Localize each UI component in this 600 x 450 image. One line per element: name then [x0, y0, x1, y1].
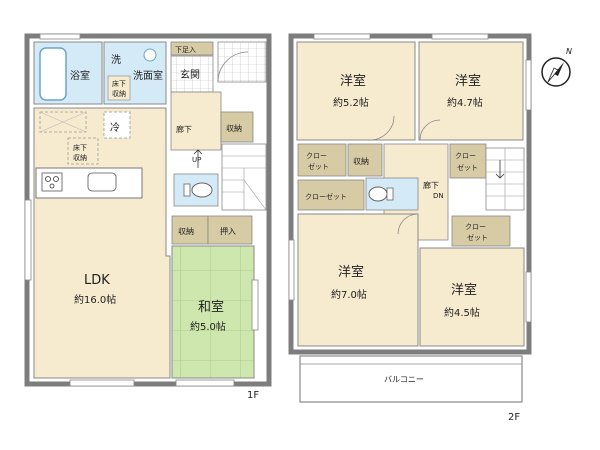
closet-a-label-1: クロー — [306, 152, 327, 160]
window-washitsu-right — [251, 279, 259, 331]
closet-a-label-2: ゼット — [308, 162, 329, 171]
bathtub-icon — [39, 47, 67, 101]
floor2-label: 2F — [508, 412, 520, 423]
toilet-icon — [191, 182, 213, 198]
staircase-1f — [193, 143, 267, 211]
underfloor-storage-kitchen-label-2: 収納 — [73, 153, 87, 162]
floor-1 — [24, 33, 272, 387]
window-room-c-side — [288, 239, 295, 301]
entrance-label: 玄関 — [180, 68, 200, 81]
washitsu-size: 約5.0帖 — [190, 320, 226, 333]
washroom-label: 洗面室 — [133, 69, 163, 82]
ldk-size: 約16.0帖 — [74, 293, 116, 306]
underfloor-storage-small-label-1: 床下 — [112, 79, 126, 88]
entrance-door-swing — [217, 51, 249, 83]
room-d-size: 約4.5帖 — [444, 306, 480, 319]
wash-label: 洗 — [111, 54, 121, 66]
storage-2f — [347, 143, 383, 177]
closet-a — [297, 143, 347, 177]
storage-1f-lower — [171, 215, 209, 245]
room-a-label: 洋室 — [340, 73, 366, 89]
oshiire-closet — [207, 215, 253, 245]
window-room-d-side — [525, 271, 532, 323]
staircase-2f — [485, 147, 525, 211]
room-b-label: 洋室 — [455, 73, 481, 89]
shoe-cabinet-label: 下足入 — [175, 46, 196, 54]
room-c — [297, 213, 419, 347]
window-room-b — [431, 33, 489, 40]
room-a-size: 約5.2帖 — [333, 96, 369, 109]
compass-north-label: N — [566, 47, 572, 56]
stove-icon — [41, 172, 63, 192]
bath-label: 浴室 — [70, 69, 90, 82]
fridge-space — [103, 111, 131, 139]
underfloor-storage-small — [107, 75, 131, 101]
hallway-1f — [170, 91, 222, 151]
closet-c-label-1: クロー — [465, 223, 486, 231]
washitsu-room — [171, 245, 255, 379]
hallway-1f-label: 廊下 — [176, 124, 192, 134]
underfloor-storage-kitchen — [67, 137, 99, 165]
room-c-size: 約7.0帖 — [331, 288, 367, 301]
room-b — [418, 41, 524, 141]
oshiire-label: 押入 — [220, 226, 236, 236]
hall-storage — [220, 111, 254, 143]
floor1-label: 1F — [247, 390, 259, 401]
washitsu-label: 和室 — [198, 299, 224, 315]
sink-icon — [143, 48, 157, 62]
floor-2 — [288, 33, 532, 403]
window-ldk-left — [24, 199, 32, 281]
ldk-label: LDK — [84, 273, 110, 288]
ldk-room — [33, 107, 171, 379]
closet-c-label-2: ゼット — [467, 233, 488, 242]
room-a — [296, 41, 416, 141]
window-room-a — [313, 33, 371, 40]
kitchen-sink-icon — [87, 172, 117, 192]
storage-1f-lower-label: 収納 — [178, 226, 194, 236]
closet-b-label-1: クロー — [455, 152, 476, 160]
closet-long-label: クローゼット — [305, 192, 347, 201]
room-c-label: 洋室 — [338, 264, 364, 280]
closet-c — [451, 215, 511, 247]
closet-long — [297, 179, 365, 211]
room-d-label: 洋室 — [451, 282, 477, 298]
dn-label: DN — [433, 192, 444, 200]
shoe-cabinet — [170, 41, 214, 56]
closet-b-label-2: ゼット — [457, 163, 478, 172]
up-label: UP — [192, 156, 201, 164]
storage-2f-label: 収納 — [353, 156, 369, 166]
hall-storage-label: 収納 — [226, 123, 242, 133]
fridge-label: 冷 — [110, 121, 120, 134]
compass-icon — [541, 57, 571, 87]
underfloor-storage-kitchen-label-1: 床下 — [73, 143, 87, 152]
hallway-2f-label: 廊下 — [423, 180, 439, 190]
closet-b — [449, 143, 487, 179]
window-bath-top — [39, 33, 81, 40]
underfloor-storage-small-label-2: 収納 — [112, 89, 126, 98]
toilet-2f-icon — [368, 186, 388, 202]
floor2-outer-wall — [288, 33, 532, 355]
balcony-label: バルコニー — [384, 375, 424, 384]
window-room-b-side — [525, 59, 532, 111]
window-ldk-bottom — [69, 379, 135, 387]
room-d — [419, 247, 525, 347]
room-b-size: 約4.7帖 — [447, 96, 483, 109]
window-washitsu-bottom — [175, 379, 235, 387]
